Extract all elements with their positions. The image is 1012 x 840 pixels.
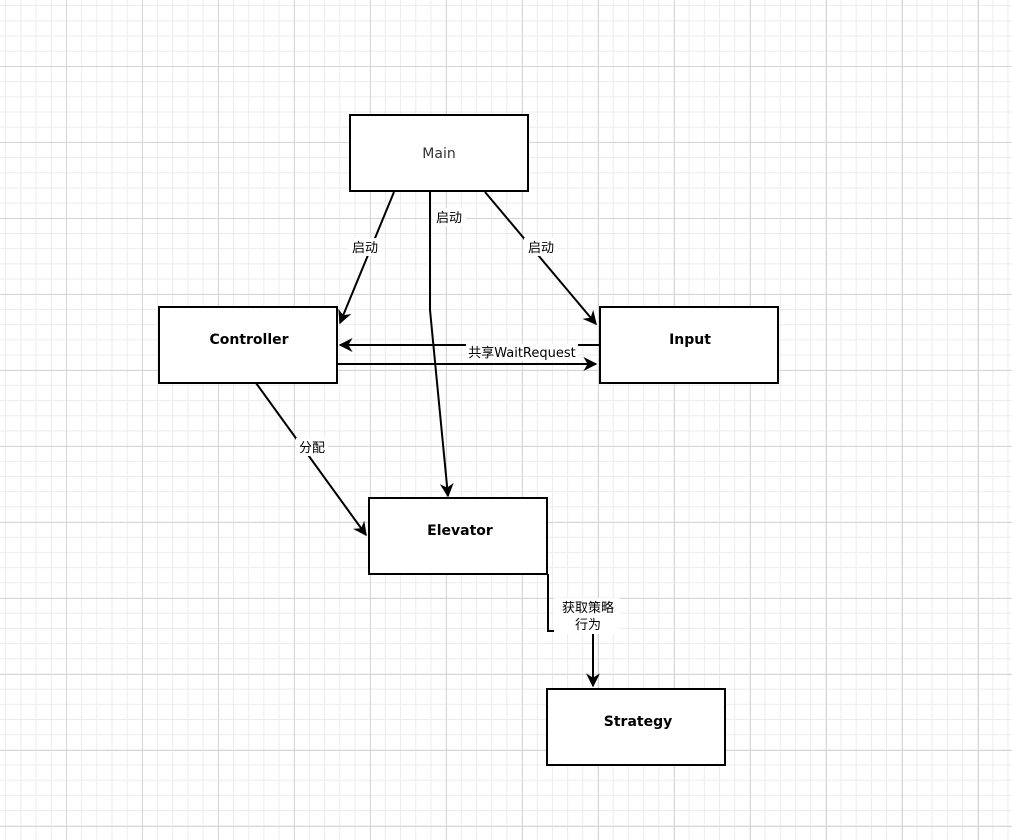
- edge-label-main-input: 启动: [528, 241, 554, 256]
- edge-label-main-elevator: 启动: [436, 211, 462, 226]
- edge-label-bg: [296, 438, 328, 456]
- node-controller-label: Controller: [209, 332, 288, 348]
- node-strategy[interactable]: Strategy: [546, 688, 726, 766]
- node-input-label: Input: [669, 332, 711, 348]
- edge-label-bg: [348, 238, 382, 256]
- edge-main-input: [484, 191, 597, 326]
- edge-label-main-controller: 启动: [352, 241, 378, 256]
- node-strategy-label: Strategy: [604, 714, 672, 730]
- node-main-label: Main: [422, 146, 455, 162]
- edge-label-bg: [554, 598, 620, 634]
- edge-controller-elevator: [255, 382, 367, 537]
- edge-label-bg: [432, 208, 466, 226]
- edge-main-elevator: [429, 192, 454, 498]
- edge-label-controller-elevator: 分配: [299, 441, 325, 456]
- edge-label-elevator-strategy-line2: 行为: [575, 618, 601, 633]
- edge-label-bg: [524, 238, 558, 256]
- edge-label-bg: [466, 344, 578, 361]
- node-controller[interactable]: Controller: [158, 306, 338, 384]
- node-elevator-label: Elevator: [427, 523, 493, 539]
- node-main[interactable]: Main: [349, 114, 529, 192]
- node-input[interactable]: Input: [599, 306, 779, 384]
- edge-main-controller: [338, 191, 395, 325]
- node-elevator[interactable]: Elevator: [368, 497, 548, 575]
- edge-label-shared: 共享WaitRequest: [468, 345, 576, 361]
- edge-label-elevator-strategy-line1: 获取策略: [562, 600, 614, 616]
